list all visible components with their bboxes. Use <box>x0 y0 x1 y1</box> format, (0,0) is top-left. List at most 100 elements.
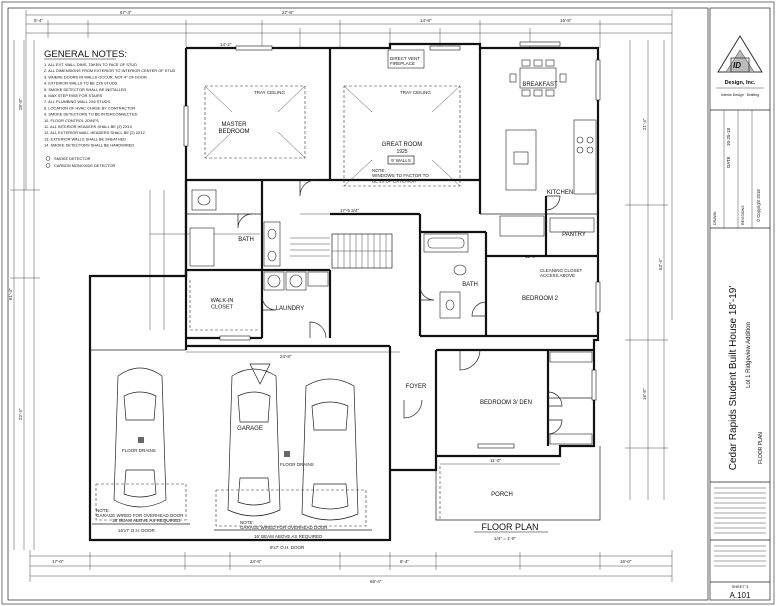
pantry-shelves-icon <box>549 217 595 233</box>
sheet-label: SHEET 3 <box>732 584 749 589</box>
room-porch: PORCH <box>491 492 513 498</box>
general-note-item: 2. ALL DIMENSIONS FROM EXTERIOR TO INTER… <box>44 68 176 73</box>
general-note-item: 14. SMOKE DETECTORS SHALL BE HARDWIRED <box>44 143 134 148</box>
dim-top-b: 27'-8" <box>282 10 294 15</box>
notes-list: 1. ALL EXT. WALL DIMS. TAKEN TO FACE OF … <box>44 62 176 148</box>
dimension-lines <box>10 10 673 582</box>
floor-plan-scale: 1/4" = 1'-0" <box>494 536 516 541</box>
sheet-title-small: FLOOR PLAN <box>758 432 764 464</box>
fixtures <box>189 49 597 445</box>
company-name: Design, Inc. <box>725 80 756 86</box>
fireplace-icon <box>387 49 425 69</box>
garage-note-1: NOTE:GARAGE WIRED FOR OVERHEAD DOOR <box>96 508 184 518</box>
dim-master-width: 14'-2" <box>220 42 232 47</box>
kitchen-counter-icon <box>573 119 597 195</box>
room-kitchen: KITCHEN <box>547 190 573 196</box>
garage-beam-note-2: 16' BEAM ABOVE AS REQUIRED <box>254 534 323 539</box>
dim-top-c: 14'-8" <box>420 18 432 23</box>
general-note-item: 1. ALL EXT. WALL DIMS. TAKEN TO FACE OF … <box>44 62 137 67</box>
floor-drain-label-2: FLOOR DRAINS <box>280 462 314 467</box>
dim-left-b: 22'-4" <box>18 408 23 420</box>
svg-text:ID: ID <box>733 61 741 70</box>
master-tray-ceiling <box>204 85 306 159</box>
floor-drain-icon <box>138 437 144 443</box>
general-note-item: 5. SMOKE DETECTOR SHALL BE INSTALLED <box>44 87 126 92</box>
room-bath2: BATH <box>462 282 478 288</box>
garage-beam-note-1: 18' BEAM ABOVE AS REQUIRED <box>112 518 181 523</box>
floor-plan-title: FLOOR PLAN <box>481 522 538 532</box>
detector-icon <box>45 163 51 168</box>
room-bath: BATH <box>238 237 254 243</box>
date-value: 10-25-18 <box>726 127 731 146</box>
room-pantry: PANTRY <box>562 232 586 238</box>
general-note-item: 7. ALL PLUMBING WALL 2X6 STUDS <box>44 99 110 104</box>
laundry-sink-icon <box>307 271 329 287</box>
dim-great-width: 17'-5 3/4" <box>340 208 359 213</box>
master-tray-label: TRAY CEILING <box>254 90 285 95</box>
room-laundry: LAUNDRY <box>276 306 305 312</box>
sheet-number: A.101 <box>730 591 751 600</box>
company-logo-icon: ID <box>717 35 763 73</box>
room-great-sub: 1925 <box>396 149 407 155</box>
floor-drain-icon <box>284 451 290 457</box>
dim-bottom-d: 16'-0" <box>620 559 632 564</box>
garage-cars <box>92 363 372 531</box>
doors <box>237 179 563 435</box>
lot-text: Lot 1 Ridgeview Addition <box>746 322 752 388</box>
floor-drain-label-1: FLOOR DRAINS <box>122 448 156 453</box>
general-note-item: 11. ALL INTERIOR HEADERS SHALL BE (2) 2X… <box>44 124 133 129</box>
dim-right-a: 21'-4" <box>642 118 647 130</box>
room-breakfast: BREAKFAST <box>522 82 558 88</box>
general-note-item: 4. EXTERIOR WALLS TO BE 2X6 STUDS <box>44 81 118 86</box>
dim-top-d: 16'-8" <box>560 18 572 23</box>
revisions-label: REVISIONS <box>741 205 745 225</box>
project-title: Cedar Rapids Student Built House 18'-19' <box>728 286 739 471</box>
room-garage: GARAGE <box>237 426 263 432</box>
car-right-icon <box>301 378 359 521</box>
drawing-border <box>7 7 709 601</box>
title-block-fine-print <box>714 487 766 567</box>
dim-top-a: 5'-4" <box>34 18 43 23</box>
copyright-text: © Copyright 2018 <box>756 189 761 222</box>
dim-left-a: 28'-8" <box>18 98 23 110</box>
general-notes: GENERAL NOTES: 1. ALL EXT. WALL DIMS. TA… <box>44 49 176 168</box>
dim-left-total: 61'-4" <box>8 288 13 300</box>
general-note-item: 3. WHERE DOORS IN WALLS OCCUR, NOT 4" OF… <box>44 74 147 79</box>
general-notes-heading: GENERAL NOTES: <box>44 49 127 60</box>
kitchen-sink-icon <box>513 151 529 165</box>
general-note-item: 8. LOCATION OF HVAC CHASE BY CONTRACTOR <box>44 105 135 110</box>
great-tray-ceiling <box>343 85 461 187</box>
dim-hall: 24'-8" <box>280 354 292 359</box>
walls <box>88 42 601 542</box>
date-label: DATE <box>726 156 731 168</box>
general-note-item: 6. MAX STEP RISE FOR STAIRS <box>44 93 103 98</box>
dim-right-total: 53'-4" <box>658 258 663 270</box>
walls-note: 9' WALLS <box>391 158 411 163</box>
windows <box>183 41 601 449</box>
general-note-item: 12. ALL EXTERIOR WALL HEADERS SHALL BE (… <box>44 130 145 135</box>
room-bedroom3: BEDROOM 3/ DEN <box>480 400 532 406</box>
breakfast-table-icon <box>509 59 567 97</box>
drawn-label: DRAWN <box>713 211 717 225</box>
svg-text:Interior Design · Drafting: Interior Design · Drafting <box>721 93 759 97</box>
room-foyer: FOYER <box>406 384 427 390</box>
dim-bottom-a: 17'-0" <box>52 559 64 564</box>
dim-bottom-total: 66'-4" <box>370 579 382 584</box>
bath2-toilet-icon <box>453 264 467 276</box>
general-note-item: 9. SMOKE DETECTORS TO BE INTERCONNECTED <box>44 112 138 117</box>
dim-right-b: 16'-8" <box>642 388 647 400</box>
garage-note-2: NOTE:GARAGE WIRED FOR OVERHEAD DOOR <box>240 520 328 530</box>
car-left-icon <box>113 367 167 508</box>
general-note-item: 13. EXTERIOR WALLS SHALL BE SHEATHED <box>44 136 126 141</box>
garage-door-1: 16'x7' O.H. DOOR <box>118 528 155 533</box>
title-block: ID Design, Inc. Interior Design · Drafti… <box>709 7 771 601</box>
dim-bedroom3-width: 11'-0" <box>490 458 502 463</box>
dim-bottom-b: 24'-8" <box>250 559 262 564</box>
